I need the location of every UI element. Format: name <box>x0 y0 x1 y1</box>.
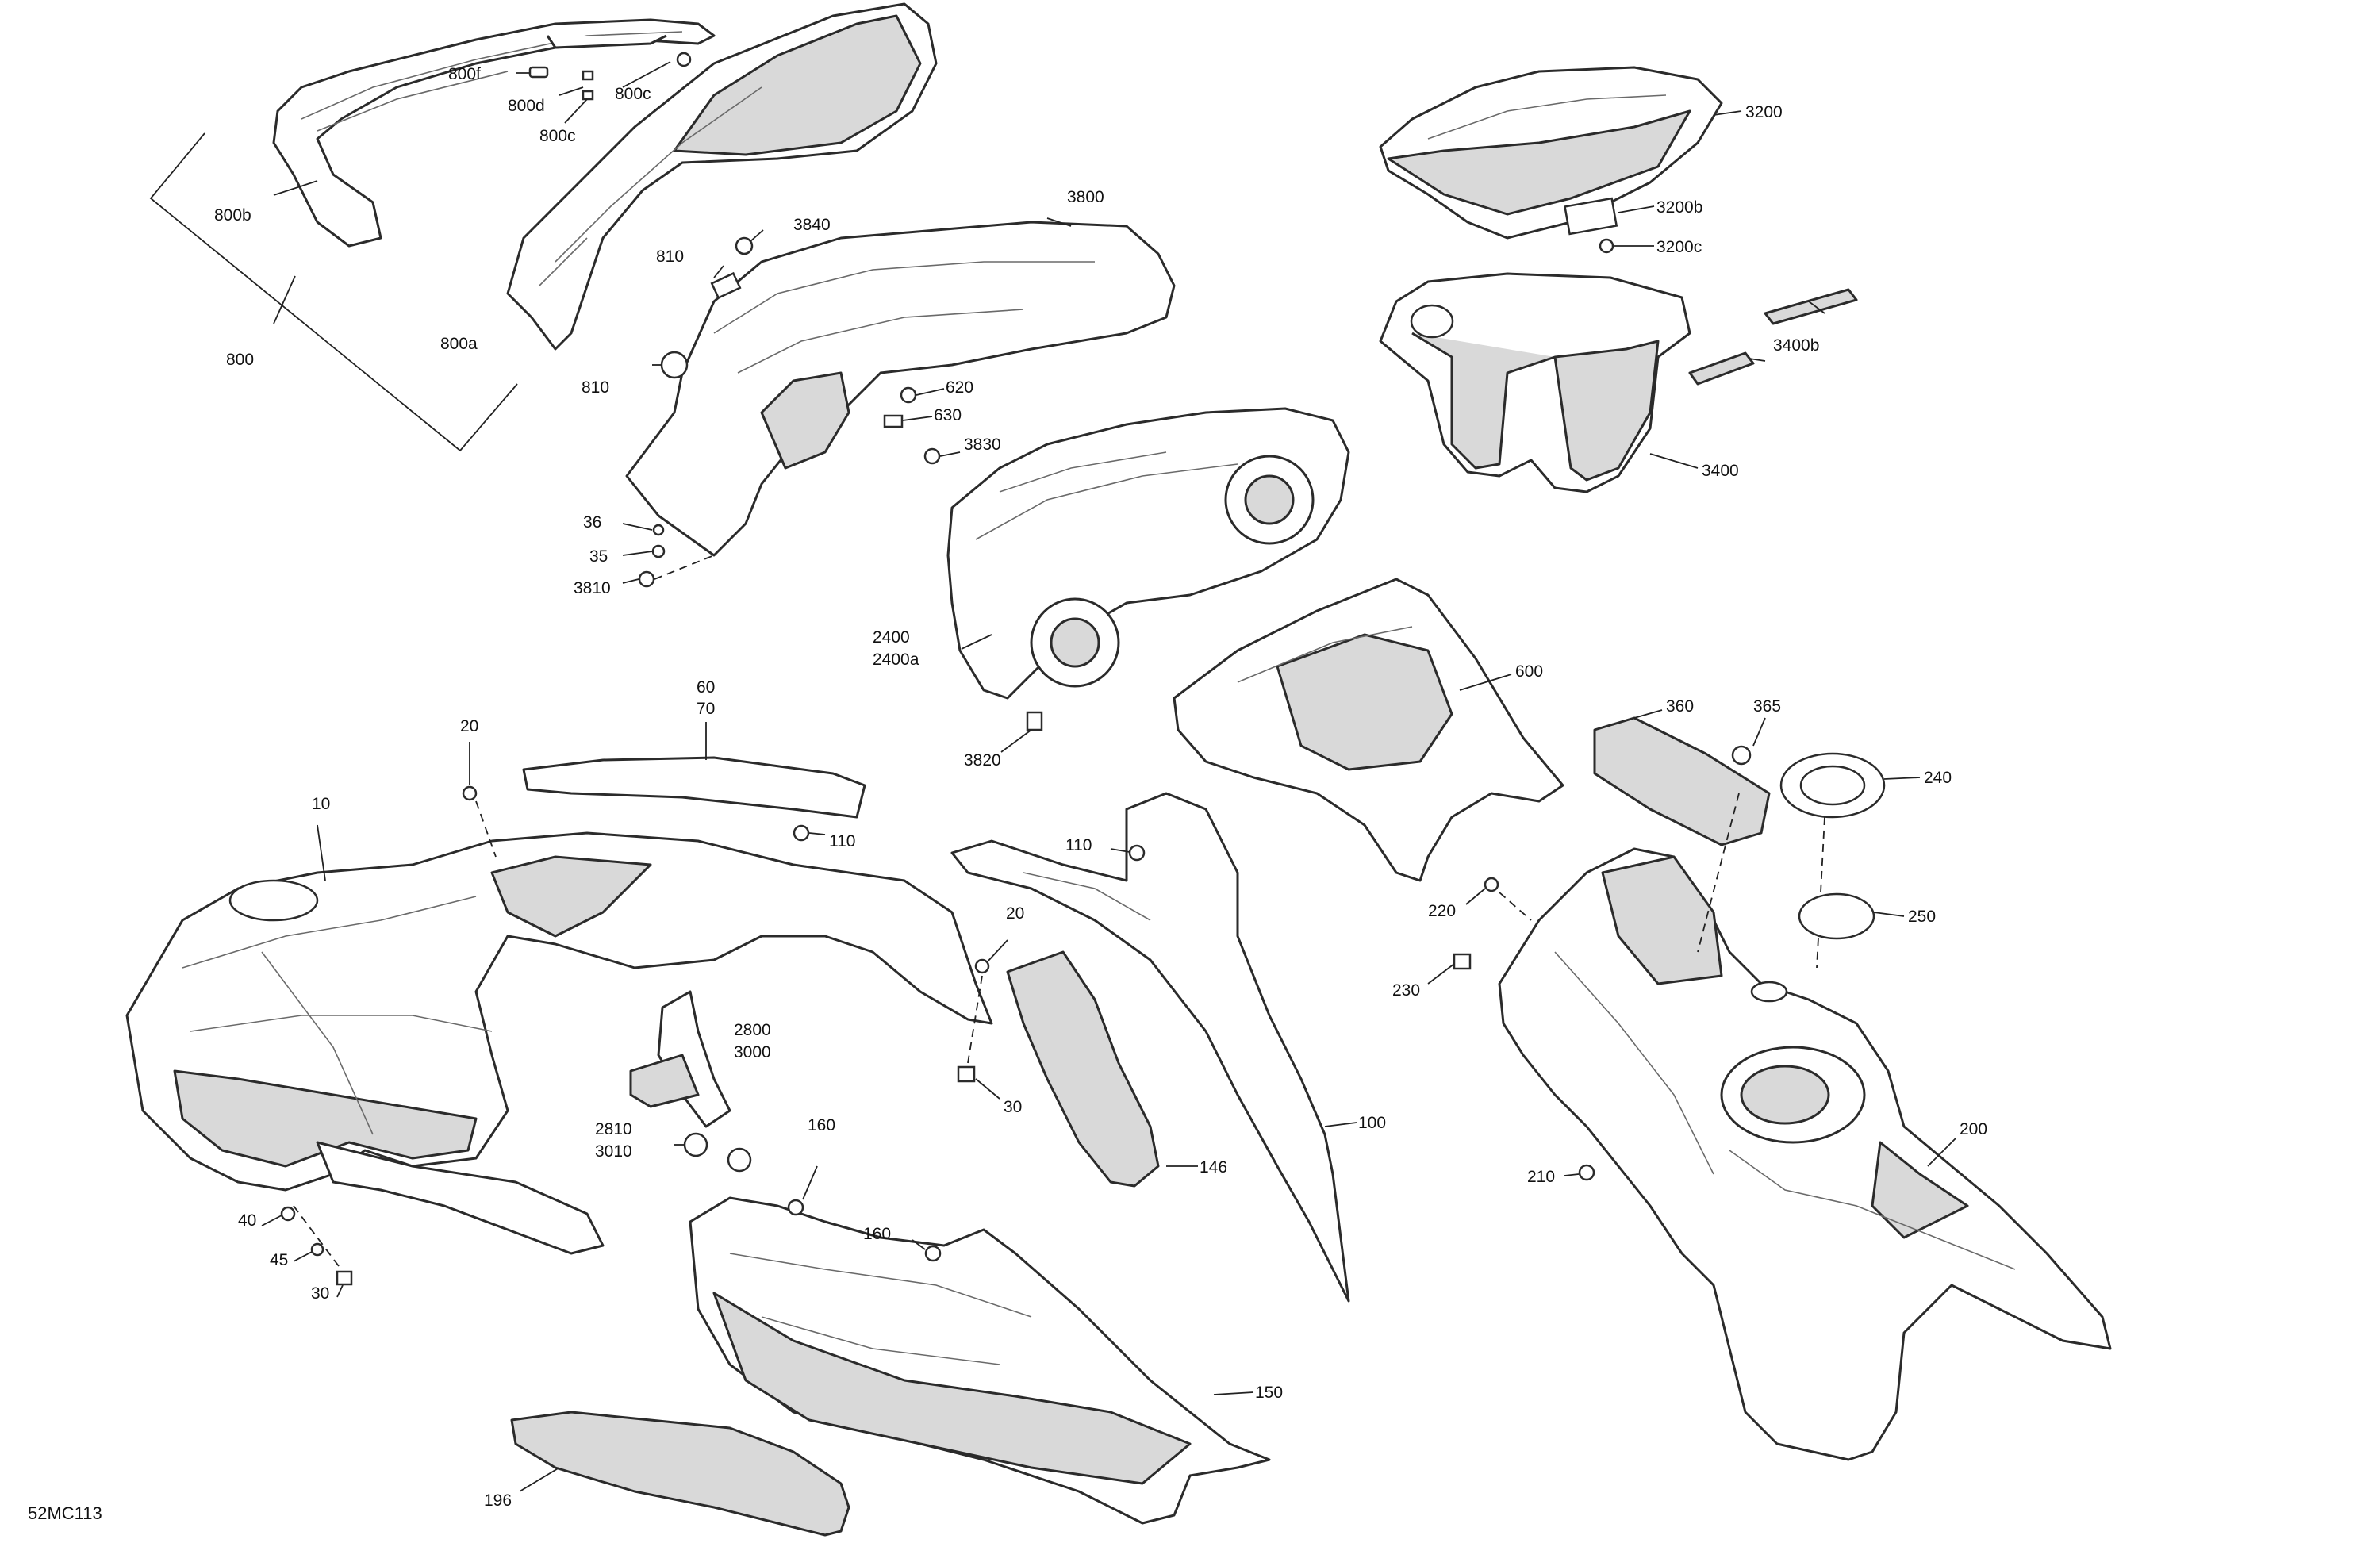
label-36: 36 <box>583 513 601 532</box>
label-600: 600 <box>1515 662 1543 681</box>
label-35: 35 <box>589 547 608 566</box>
part-150-side-panel <box>689 1165 1271 1525</box>
label-3400: 3400 <box>1702 462 1739 480</box>
hardware-front-fasteners <box>261 742 1008 1298</box>
label-20: 20 <box>1006 904 1024 923</box>
label-3830: 3830 <box>964 436 1001 454</box>
label-3200: 3200 <box>1745 103 1783 121</box>
label-3820: 3820 <box>964 751 1001 770</box>
label-800c: 800c <box>615 85 651 103</box>
label-800d: 800d <box>508 97 545 115</box>
hardware-dash-fasteners <box>622 386 961 588</box>
part-800a-shield <box>506 2 938 351</box>
label-40: 40 <box>238 1211 256 1230</box>
label-3200b: 3200b <box>1656 198 1702 217</box>
label-196: 196 <box>484 1491 512 1510</box>
label-360: 360 <box>1666 697 1694 716</box>
label-800a: 800a <box>440 335 478 353</box>
label-230: 230 <box>1392 981 1420 1000</box>
label-240: 240 <box>1924 769 1952 787</box>
part-200-tail-housing <box>1498 847 2112 1461</box>
part-250-seal <box>1798 892 1905 940</box>
label-3200c: 3200c <box>1656 238 1702 256</box>
label-70: 70 <box>697 700 715 718</box>
label-160: 160 <box>863 1225 891 1243</box>
part-240-ring <box>1779 752 1921 969</box>
label-146: 146 <box>1200 1158 1227 1176</box>
label-800: 800 <box>226 351 254 369</box>
part-2800-grille <box>629 990 752 1173</box>
label-2800: 2800 <box>734 1021 771 1039</box>
label-110: 110 <box>829 832 855 850</box>
part-10-front-panel <box>125 824 993 1255</box>
label-30: 30 <box>311 1284 329 1303</box>
hardware-365-nut <box>1697 717 1766 953</box>
label-100: 100 <box>1358 1114 1386 1132</box>
label-3800: 3800 <box>1067 188 1104 206</box>
part-60-70-strip <box>522 722 866 819</box>
label-3400b: 3400b <box>1773 336 1819 355</box>
part-3400-bin <box>1379 272 1699 493</box>
label-2400: 2400 <box>873 628 910 647</box>
label-160: 160 <box>808 1116 835 1134</box>
part-3200-cover <box>1379 66 1742 254</box>
part-3800-frame <box>625 217 1176 557</box>
part-196-deflector <box>510 1411 850 1537</box>
part-100-bracket <box>950 792 1357 1303</box>
label-30: 30 <box>1004 1098 1022 1116</box>
label-800b: 800b <box>214 206 251 225</box>
part-146-cover <box>1006 950 1198 1188</box>
label-810: 810 <box>656 248 684 266</box>
label-20: 20 <box>460 717 478 735</box>
label-200: 200 <box>1960 1120 1987 1138</box>
label-3000: 3000 <box>734 1043 771 1061</box>
label-620: 620 <box>946 378 973 397</box>
label-800c: 800c <box>539 127 576 145</box>
label-110: 110 <box>1065 836 1092 854</box>
part-600-housing <box>1173 578 1564 882</box>
callout-labels: 800f 800d 800c 800c 800b 800 800a 3840 3… <box>28 65 1987 1523</box>
label-3010: 3010 <box>595 1142 632 1161</box>
label-810: 810 <box>582 378 609 397</box>
label-10: 10 <box>312 795 330 813</box>
label-150: 150 <box>1255 1384 1283 1402</box>
diagram-code: 52MC113 <box>28 1503 102 1523</box>
label-210: 210 <box>1527 1168 1555 1186</box>
group-bracket-800 <box>149 132 518 452</box>
label-630: 630 <box>934 406 962 424</box>
label-2400a: 2400a <box>873 651 919 669</box>
label-45: 45 <box>270 1251 288 1269</box>
hardware-800cdf <box>516 52 692 124</box>
part-800-handle <box>272 18 716 248</box>
part-2400-headlight <box>946 407 1350 753</box>
label-365: 365 <box>1753 697 1781 716</box>
label-250: 250 <box>1908 908 1936 926</box>
part-360-plate <box>1593 709 1771 846</box>
label-60: 60 <box>697 678 715 697</box>
label-800f: 800f <box>448 65 481 83</box>
label-3840: 3840 <box>793 216 831 234</box>
label-2810: 2810 <box>595 1120 632 1138</box>
label-3810: 3810 <box>574 579 611 597</box>
part-3400b-strips <box>1688 288 1858 386</box>
label-220: 220 <box>1428 902 1456 920</box>
hardware-220-230 <box>1427 877 1532 985</box>
